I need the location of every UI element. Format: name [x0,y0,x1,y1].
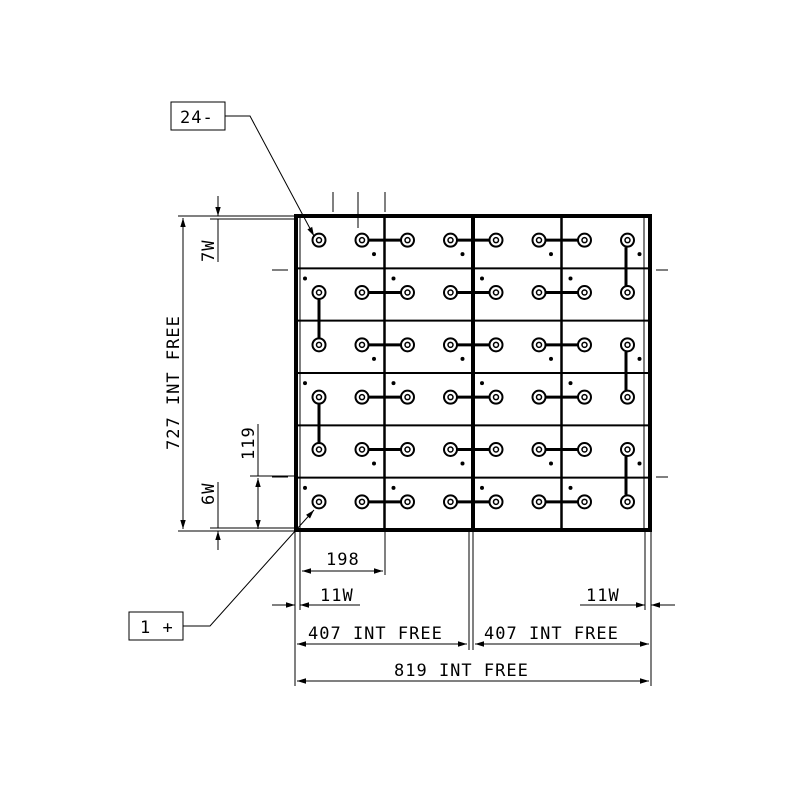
terminal-inner [535,341,543,349]
terminal-inner [581,498,588,506]
polarity-mark [568,485,573,490]
extension-lines [178,192,668,686]
polarity-mark [303,276,307,281]
terminal-inner [358,289,366,296]
terminal-inner [315,446,323,453]
terminal-inner [358,341,366,349]
half-width-right-label: 407 INT FREE [484,624,619,644]
terminal-inner [404,341,411,349]
terminal-inner [492,393,500,401]
polarity-mark [549,356,553,361]
width-total-label: 819 INT FREE [394,661,529,681]
polarity-mark [549,252,553,257]
polarity-mark [480,381,484,386]
polarity-mark [460,461,465,466]
terminal-inner [404,498,411,506]
terminal-inner [535,446,543,453]
height-total-label: 727 INT FREE [164,315,184,450]
terminal-inner [535,236,543,244]
terminal-inner [624,236,631,244]
half-width-left-label: 407 INT FREE [308,624,443,644]
terminal-inner [315,393,323,401]
polarity-mark [568,276,573,281]
terminal-inner [624,498,631,506]
terminal-inner [492,498,500,506]
polarity-mark [391,276,396,281]
terminal-inner [404,289,411,296]
terminal-inner [492,341,500,349]
polarity-mark [391,381,396,386]
callout-bottom: 1 + [128,509,315,641]
terminal-inner [624,446,631,453]
terminal-inner [404,446,411,453]
polarity-mark [480,276,484,281]
polarity-mark [303,485,307,490]
polarity-mark [460,356,465,361]
terminal-inner [447,236,454,244]
polarity-mark [637,461,642,466]
terminal-inner [624,341,631,349]
terminal-inner [358,498,366,506]
polarity-mark [460,252,465,257]
row-height-label: 119 [239,426,259,460]
polarity-mark [568,381,573,386]
right-gap-label: 11W [586,586,620,606]
polarity-mark [372,356,376,361]
terminal-inner [535,393,543,401]
polarity-mark [303,381,307,386]
callout-top-box [170,101,226,131]
terminal-inner [581,446,588,453]
polarity-mark [372,461,376,466]
terminal-inner [581,289,588,296]
left-gap-label: 11W [320,586,354,606]
polarity-mark [480,485,484,490]
terminal-inner [492,446,500,453]
terminal-inner [404,236,411,244]
terminal-inner [447,393,454,401]
terminal-inner [447,289,454,296]
battery-rack [294,214,652,532]
terminal-inner [624,393,631,401]
terminal-inner [581,393,588,401]
terminal-inner [492,289,500,296]
terminal-inner [358,446,366,453]
terminal-inner [447,341,454,349]
bottom-gap-label: 6W [199,483,219,505]
terminal-inner [492,236,500,244]
cell-width-label: 198 [326,550,360,570]
terminal-inner [315,289,323,296]
terminal-inner [358,236,366,244]
polarity-mark [637,356,642,361]
terminal-inner [447,498,454,506]
terminal-inner [315,236,323,244]
polarity-mark [391,485,396,490]
terminal-inner [535,498,543,506]
terminal-inner [581,341,588,349]
terminal-inner [581,236,588,244]
callout-bottom-label: 1 + [140,618,174,638]
polarity-mark [372,252,376,257]
terminal-inner [624,289,631,296]
polarity-mark [637,252,642,257]
callout-bottom-box [128,611,184,641]
dimension-lines [180,196,675,684]
terminal-inner [447,446,454,453]
terminal-inner [315,498,323,506]
terminal-inner [404,393,411,401]
terminal-inner [535,289,543,296]
top-gap-label: 7W [199,240,219,262]
terminal-inner [315,341,323,349]
polarity-mark [549,461,553,466]
callout-top-label: 24- [180,108,214,128]
terminal-inner [358,393,366,401]
callout-top: 24- [170,101,315,237]
